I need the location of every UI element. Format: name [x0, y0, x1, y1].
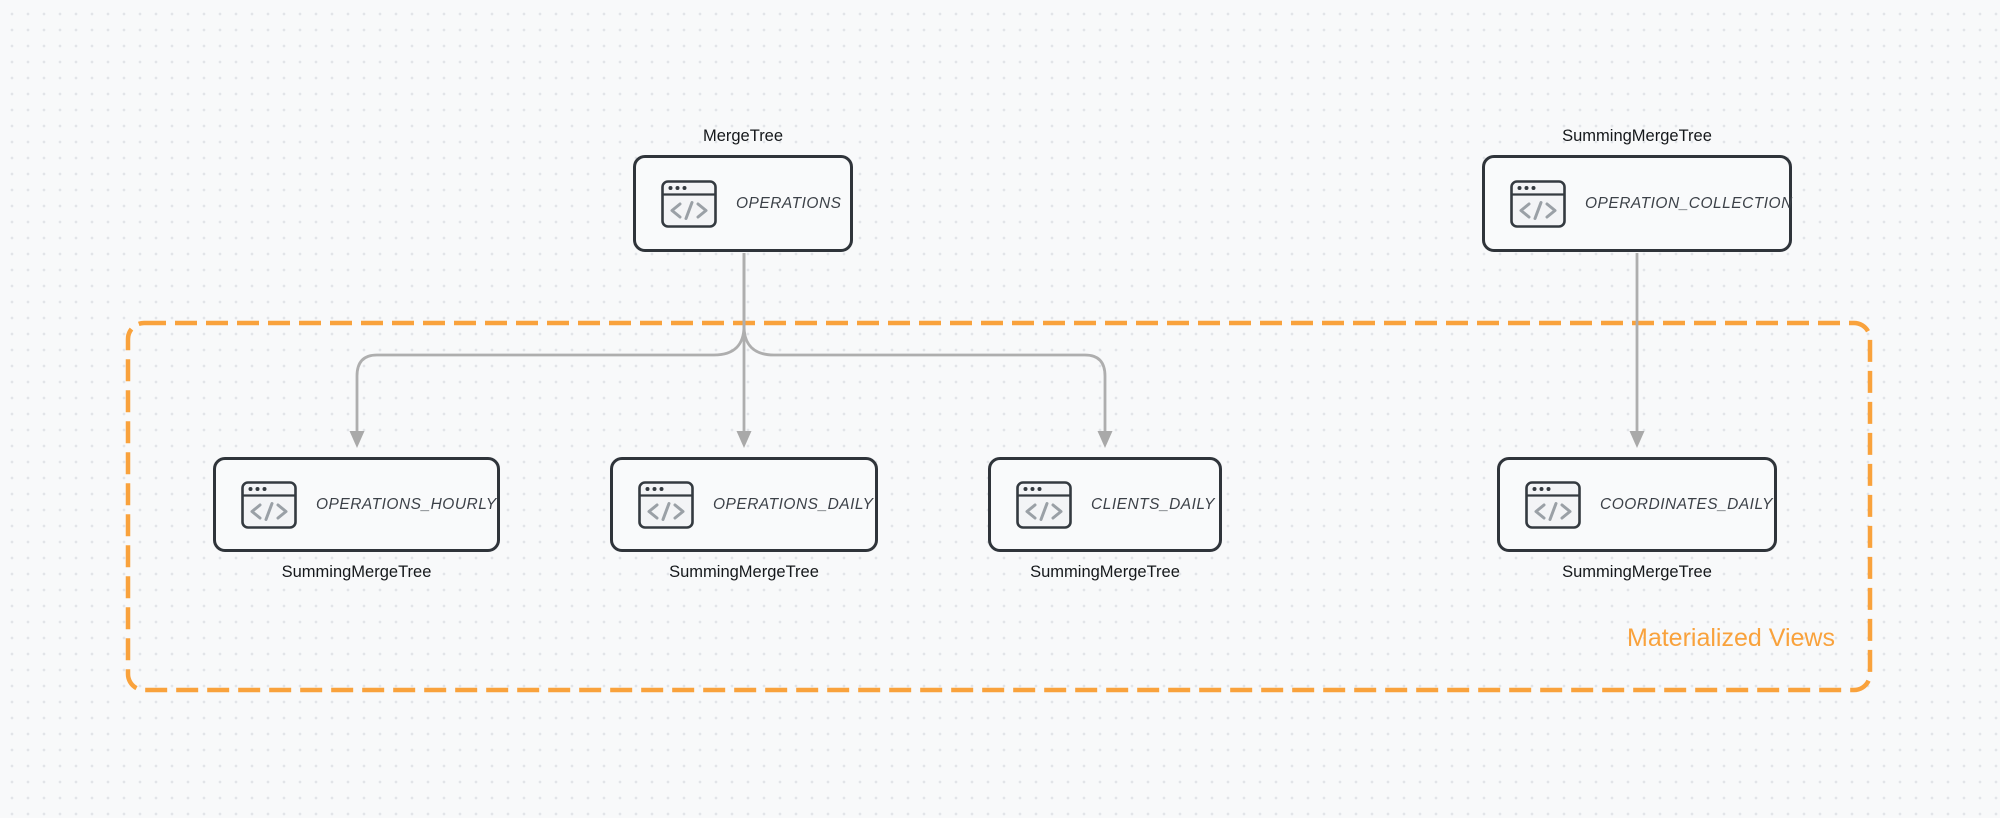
code-window-icon: [1525, 480, 1581, 529]
code-window-icon: [638, 480, 694, 529]
code-window-icon: [241, 480, 297, 529]
edge-operations-to-operations-hourly: [355, 253, 746, 432]
node-title: OPERATIONS_HOURLY: [316, 495, 497, 513]
node-title: OPERATIONS: [736, 194, 842, 212]
engine-label: MergeTree: [702, 127, 784, 145]
node-coordinates-daily[interactable]: SummingMergeTree COORDINATES_DAILY: [1497, 457, 1777, 581]
materialized-views-label: Materialized Views: [1627, 624, 1835, 652]
engine-label: SummingMergeTree: [1562, 127, 1712, 145]
node-operation-collection[interactable]: SummingMergeTree OPERATION_COLLECTION: [1482, 127, 1793, 252]
node-title: OPERATION_COLLECTION: [1585, 194, 1793, 212]
node-operations[interactable]: MergeTree OPERATIONS: [633, 127, 853, 252]
code-window-icon: [1016, 480, 1072, 529]
arrowhead-icon: [349, 431, 365, 448]
engine-label: SummingMergeTree: [1562, 563, 1712, 581]
node-operations-hourly[interactable]: SummingMergeTree OPERATIONS_HOURLY: [213, 457, 500, 581]
node-operations-daily[interactable]: SummingMergeTree OPERATIONS_DAILY: [610, 457, 878, 581]
code-window-icon: [661, 179, 717, 228]
engine-label: SummingMergeTree: [669, 563, 819, 581]
node-title: CLIENTS_DAILY: [1091, 495, 1215, 513]
engine-label: SummingMergeTree: [1030, 563, 1180, 581]
node-clients-daily[interactable]: SummingMergeTree CLIENTS_DAILY: [988, 457, 1222, 581]
node-title: COORDINATES_DAILY: [1600, 495, 1774, 513]
engine-label: SummingMergeTree: [281, 563, 432, 581]
code-window-icon: [1510, 179, 1566, 228]
arrowhead-icon: [1097, 431, 1113, 448]
node-title: OPERATIONS_DAILY: [713, 495, 874, 513]
edge-operations-to-clients-daily: [742, 253, 1107, 432]
arrowhead-icon: [1629, 431, 1645, 448]
arrowhead-icon: [736, 431, 752, 448]
